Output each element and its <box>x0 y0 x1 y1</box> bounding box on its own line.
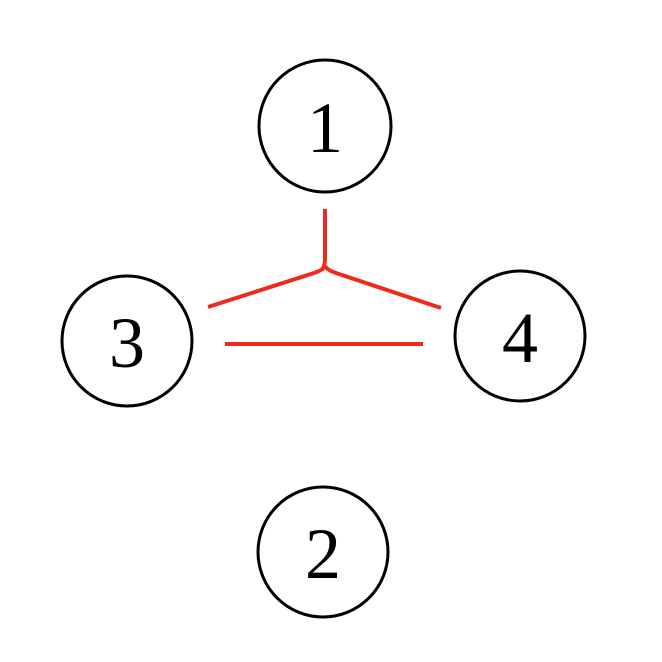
hyperedge-branch-to-node-3 <box>207 264 327 309</box>
node-2[interactable]: 2 <box>256 485 390 619</box>
node-4[interactable]: 4 <box>453 269 587 403</box>
node-3-circle <box>60 274 194 408</box>
hyperedge-branch-to-node-4 <box>323 264 442 310</box>
node-2-circle <box>256 485 390 619</box>
node-1[interactable]: 1 <box>257 58 393 194</box>
node-4-circle <box>453 269 587 403</box>
node-3-label: 3 <box>109 303 145 383</box>
node-1-circle <box>257 58 393 194</box>
node-3[interactable]: 3 <box>60 274 194 408</box>
node-1-label: 1 <box>307 88 343 168</box>
node-4-label: 4 <box>502 298 538 378</box>
hyperedge-branch-to-node-1 <box>320 209 327 272</box>
node-2-label: 2 <box>305 514 341 594</box>
hyperedge-1-3-4[interactable] <box>207 209 442 310</box>
